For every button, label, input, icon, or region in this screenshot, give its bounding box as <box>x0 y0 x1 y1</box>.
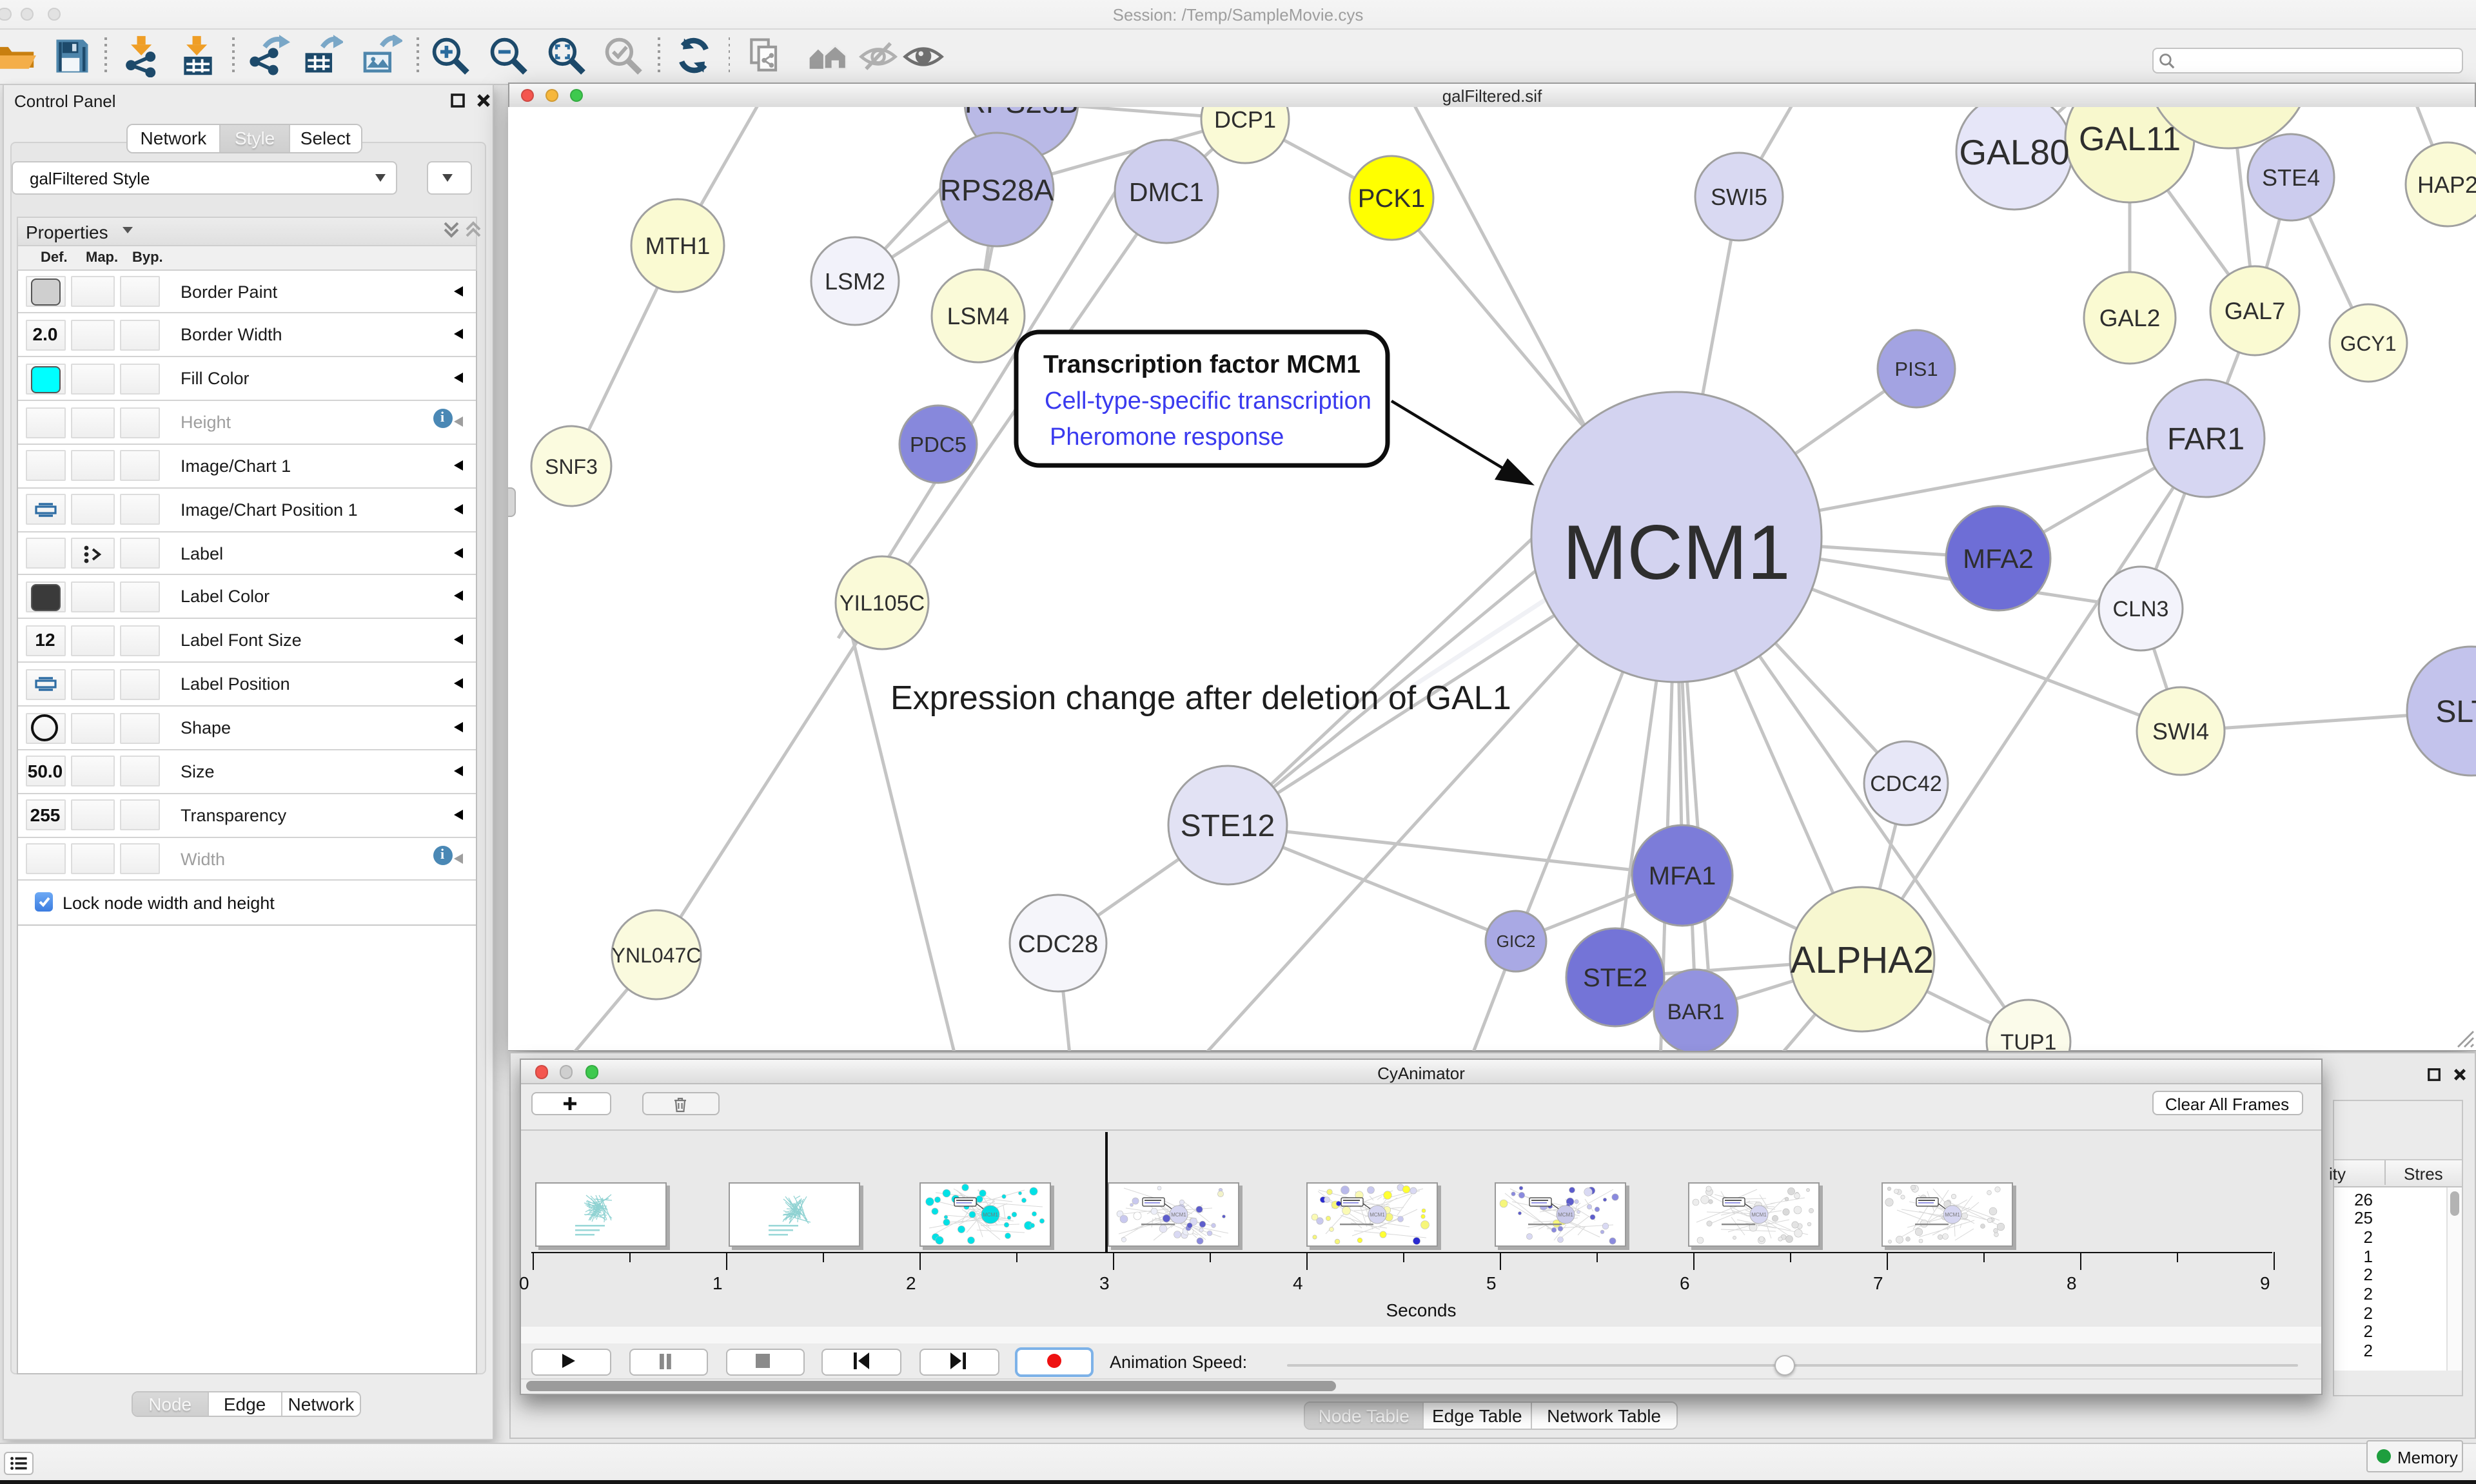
svg-text:RPS28B: RPS28B <box>965 107 1078 119</box>
svg-text:CLN3: CLN3 <box>2113 597 2169 621</box>
svg-text:GAL2: GAL2 <box>2099 305 2161 331</box>
svg-text:GIC2: GIC2 <box>1497 932 1536 951</box>
svg-text:Cell-type-specific transcripti: Cell-type-specific transcription <box>1045 387 1371 415</box>
svg-text:SLT2: SLT2 <box>2435 695 2476 729</box>
svg-text:STE12: STE12 <box>1181 809 1275 843</box>
svg-text:MCM1: MCM1 <box>1170 1212 1186 1218</box>
svg-text:MTH1: MTH1 <box>645 233 711 259</box>
svg-text:PIS1: PIS1 <box>1894 358 1938 380</box>
svg-text:GCY1: GCY1 <box>2340 332 2396 355</box>
svg-text:SNF3: SNF3 <box>545 455 598 478</box>
svg-text:CDC42: CDC42 <box>1870 772 1941 796</box>
svg-text:GAL80: GAL80 <box>1959 132 2069 172</box>
svg-text:PCK1: PCK1 <box>1358 184 1426 213</box>
svg-text:SWI5: SWI5 <box>1711 184 1767 210</box>
svg-text:BAR1: BAR1 <box>1667 1000 1725 1024</box>
svg-text:CDC28: CDC28 <box>1018 931 1099 958</box>
svg-text:MFA1: MFA1 <box>1649 862 1716 890</box>
svg-text:MCM1: MCM1 <box>1558 1212 1573 1218</box>
svg-text:DMC1: DMC1 <box>1129 177 1204 207</box>
svg-text:MCM1: MCM1 <box>1562 509 1790 596</box>
svg-text:TUP1: TUP1 <box>2001 1030 2057 1050</box>
svg-text:HAP2: HAP2 <box>2417 171 2476 198</box>
svg-text:LSM4: LSM4 <box>947 303 1010 329</box>
svg-text:YIL105C: YIL105C <box>840 591 925 616</box>
svg-text:YNL047C: YNL047C <box>612 944 702 967</box>
svg-text:STE2: STE2 <box>1583 964 1647 992</box>
svg-text:MCM1: MCM1 <box>1751 1212 1766 1218</box>
svg-text:STE4: STE4 <box>2262 164 2320 191</box>
svg-text:SWI4: SWI4 <box>2152 718 2209 745</box>
svg-text:ALPHA2: ALPHA2 <box>1791 939 1934 981</box>
svg-text:MFA2: MFA2 <box>1963 543 2034 574</box>
svg-text:LSM2: LSM2 <box>825 268 885 295</box>
svg-text:DCP1: DCP1 <box>1214 107 1276 133</box>
svg-text:MCM1: MCM1 <box>1370 1212 1385 1218</box>
svg-text:Transcription factor MCM1: Transcription factor MCM1 <box>1043 351 1361 378</box>
svg-text:FAR1: FAR1 <box>2167 422 2245 456</box>
svg-text:Expression change after deleti: Expression change after deletion of GAL1 <box>890 679 1511 717</box>
svg-text:GAL7: GAL7 <box>2225 298 2286 324</box>
svg-text:MCM1: MCM1 <box>983 1212 998 1218</box>
svg-text:GAL11: GAL11 <box>2079 121 2181 158</box>
svg-text:PDC5: PDC5 <box>910 433 967 456</box>
svg-text:MCM1: MCM1 <box>1945 1212 1960 1218</box>
svg-text:RPS28A: RPS28A <box>940 173 1054 207</box>
svg-text:Pheromone response: Pheromone response <box>1050 424 1284 451</box>
